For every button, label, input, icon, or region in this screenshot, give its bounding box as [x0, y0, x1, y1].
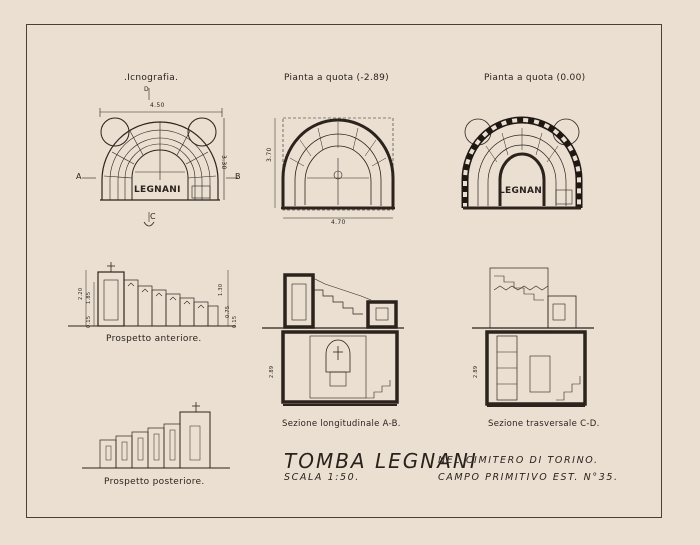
title-main: TOMBA LEGNANI [284, 449, 478, 473]
prospetto-posteriore-drawing [82, 402, 230, 469]
dim-sect-right: 2.89 [473, 365, 479, 378]
dim-sect-left: 2.89 [269, 365, 275, 378]
dim-elev-3: 0.15 [86, 315, 92, 328]
pianta-negative-drawing [274, 117, 395, 219]
plan-name-left: LEGNANI [134, 185, 181, 195]
label-sezione-ab: Sezione longitudinale A-B. [282, 419, 401, 429]
label-pianta-negative: Pianta a quota (-2.89) [284, 73, 389, 83]
icnografia-drawing [82, 88, 238, 227]
pianta-zero-drawing [461, 116, 583, 210]
label-sezione-cd: Sezione trasversale C-D. [488, 419, 600, 429]
dim-height-side: 3.30 [220, 155, 227, 170]
plan-name-right: LEGNANI [499, 186, 546, 196]
dim-elev-4: 1.30 [218, 283, 224, 296]
label-prospetto-posteriore: Prospetto posteriore. [104, 477, 205, 487]
dim-elev-6: 0.15 [232, 315, 238, 328]
dim-plan2-height: 3.70 [266, 147, 273, 162]
title-location: NEL CIMITERO DI TORINO. [438, 455, 599, 466]
prospetto-anteriore-drawing [68, 262, 236, 327]
section-marker-c: C [150, 212, 156, 221]
dim-elev-1: 2.20 [78, 287, 84, 300]
dim-plan2-width: 4.70 [331, 219, 346, 226]
label-icnografia: .Icnografia. [124, 73, 179, 83]
sezione-ab-drawing [262, 273, 404, 406]
sezione-cd-drawing [472, 267, 594, 407]
sheet-border [26, 24, 662, 518]
section-marker-d: D [144, 86, 149, 93]
section-marker-a: A [76, 172, 82, 181]
title-scale: SCALA 1:50. [284, 472, 360, 483]
label-pianta-zero: Pianta a quota (0.00) [484, 73, 586, 83]
dim-width-top: 4.50 [150, 102, 165, 109]
label-prospetto-anteriore: Prospetto anteriore. [106, 334, 202, 344]
dim-elev-5: 0.75 [225, 305, 231, 318]
title-campo: CAMPO PRIMITIVO EST. N°35. [438, 472, 619, 483]
section-marker-b: B [235, 172, 241, 181]
dim-elev-2: 1.85 [86, 291, 92, 304]
